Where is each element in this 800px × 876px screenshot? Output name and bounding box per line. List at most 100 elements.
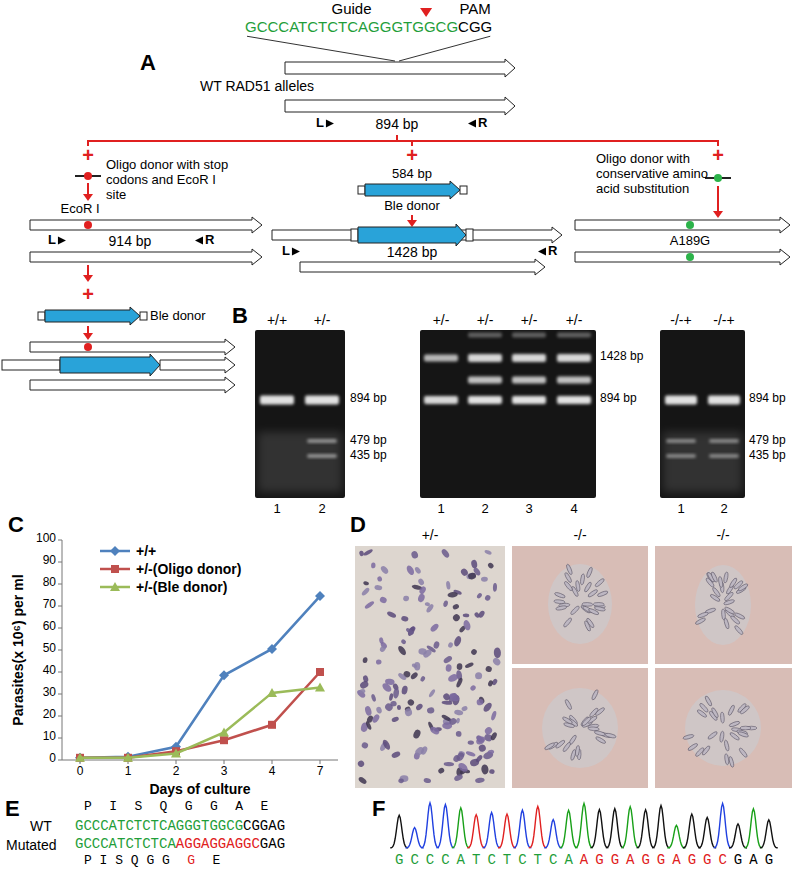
parasite-cell (456, 663, 462, 670)
primer-arrow (538, 247, 546, 255)
parasite-cell (420, 675, 426, 682)
parasite-cell (448, 717, 458, 726)
axis-title: Parasites(x 10⁶) per ml (10, 574, 26, 725)
sequence-segment: GAG (734, 852, 780, 868)
parasite-cell (478, 744, 487, 753)
parasite-cell (487, 749, 494, 754)
parasite-cell (580, 574, 585, 585)
parasite-cell (426, 707, 434, 714)
plus-sign: + (82, 283, 94, 306)
chromatogram-peak (560, 810, 578, 848)
axis-tick (224, 760, 225, 764)
parasite-cell (371, 563, 376, 569)
donor-label: Ble donor (150, 309, 206, 324)
mutated-segment: AGGAGGAGGC (580, 852, 734, 868)
sequence-row: GCCCATCTCTCAGGGTGGCGCGGAG (75, 818, 285, 834)
homology-arm (351, 229, 358, 241)
parasite-cell (563, 617, 573, 628)
parasite-cell (570, 605, 580, 615)
parasite-cell (710, 593, 721, 602)
parasite-cell (364, 600, 375, 610)
parasite-cell (391, 750, 401, 759)
parasite-cell (723, 599, 735, 606)
data-line (80, 687, 320, 757)
axis-tick (58, 650, 62, 651)
legend-entry: +/-(Oligo donor) (100, 560, 241, 578)
parasite-cell (554, 592, 566, 599)
lane-number: 1 (677, 502, 684, 517)
allele-arrow (30, 217, 262, 233)
band-size: 479 bp (350, 434, 387, 448)
gel-band (512, 396, 546, 404)
parasite-cell (476, 734, 486, 743)
axis-tick-label: 70 (43, 598, 56, 612)
flow-arrowhead (83, 194, 93, 201)
parasite-cell (423, 777, 431, 783)
data-marker (75, 753, 85, 762)
parasite-cell (363, 581, 369, 586)
mutation-dot (686, 253, 694, 261)
gel-band (468, 333, 502, 338)
parasite-cell (719, 731, 724, 742)
amplicon-size: 1428 bp (387, 244, 438, 260)
chromatogram-peak (498, 814, 516, 848)
parasite-cell (707, 731, 718, 740)
legend-entry: +/-(Ble donor) (100, 578, 241, 596)
amino-acid-row: E (212, 854, 220, 869)
parasite-cell (356, 689, 367, 699)
parasite-cell (472, 567, 481, 577)
guide-line (247, 36, 395, 61)
parasite-cell (463, 613, 470, 617)
primer-arrow (326, 119, 334, 127)
lane-number: 1 (273, 502, 280, 517)
axis-tick-label: 90 (43, 554, 56, 568)
parasite-cell (461, 705, 468, 712)
sequence-row: P I S Q G GGE (84, 854, 220, 869)
genotype-label: +/+ (267, 312, 287, 328)
plus-sign: + (82, 144, 94, 167)
parasite-cell (724, 740, 730, 752)
parasite-cell (405, 564, 415, 576)
axis-title: Days of culture (149, 781, 250, 797)
parasite-cell (723, 618, 729, 630)
parasite-cell (575, 745, 580, 756)
parasite-cell (718, 576, 723, 587)
data-marker (123, 753, 133, 762)
axis-tick-label: 100 (36, 532, 56, 546)
parasite-cell (544, 742, 555, 751)
chromatogram-peak (729, 824, 747, 848)
parasite-cell (471, 559, 478, 568)
parasite-cell (595, 736, 606, 744)
panel-letter: E (5, 796, 20, 821)
parasite-cell (412, 729, 422, 740)
parasite-cell (447, 673, 459, 684)
primer-label: L (316, 116, 324, 131)
primer-arrow (195, 236, 203, 244)
parasite-cell (452, 613, 462, 623)
parasite-cell (464, 662, 474, 669)
parasite-cell (595, 707, 606, 717)
ble-cassette (365, 181, 460, 199)
parasite-cell (443, 600, 449, 607)
primer-label: L (282, 244, 290, 259)
x-axis (62, 760, 338, 761)
axis-tick-label: 10 (43, 730, 56, 744)
parasite-cell (697, 611, 709, 618)
parasite-cell (699, 702, 709, 713)
axis-tick (58, 760, 62, 761)
parasite-cell (444, 762, 455, 767)
parasite-cell (429, 622, 440, 633)
sequence-row: GCCCATCTCTCAGGGTGGCGCGG (245, 18, 492, 35)
axis-tick-label: 2 (173, 765, 180, 779)
parasite-cell (393, 688, 400, 699)
guide-line (399, 36, 490, 61)
parasite-cell (695, 617, 706, 625)
mutated-segment: AGGAGGAGGC (176, 836, 260, 852)
parasite-cell (359, 550, 365, 557)
data-marker (267, 688, 277, 697)
parasite-cell (705, 577, 715, 588)
parasite-cell (418, 585, 427, 595)
parasite-cell (475, 754, 484, 763)
parasite-cell (475, 672, 482, 679)
